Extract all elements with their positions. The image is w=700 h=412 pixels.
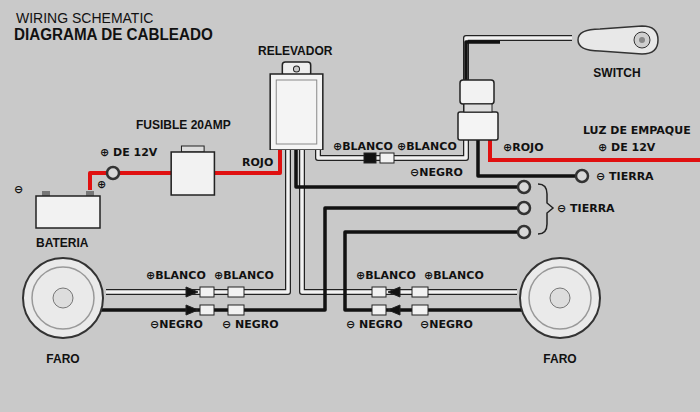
- wire-core: [318, 38, 572, 158]
- wire-label: ⊖ NEGRO: [222, 318, 279, 331]
- wire-label: ⊕ROJO: [503, 141, 543, 154]
- wire-label: ⊖ NEGRO: [346, 318, 403, 331]
- wire-label: ⊖NEGRO: [410, 166, 463, 179]
- white-wire: [318, 38, 572, 158]
- wire-label: ⊖NEGRO: [420, 318, 473, 331]
- wire-label: ⊖NEGRO: [150, 318, 203, 331]
- wire-label: ⊕BLANCO: [333, 140, 393, 153]
- node-heading: FARO: [20, 352, 106, 366]
- relay: RELEVADOR: [256, 44, 337, 150]
- switch: SWITCH: [572, 24, 662, 80]
- subtitle: WIRING SCHEMATIC: [16, 10, 153, 26]
- lamp-symbol: [517, 256, 603, 366]
- wire-label: ⊕BLANCO: [356, 269, 416, 282]
- node-heading: FARO: [517, 352, 603, 366]
- wire-label: ⊖ TIERRA: [596, 170, 654, 183]
- wire-label: ⊕BLANCO: [424, 269, 484, 282]
- wire-label: LUZ DE EMPAQUE: [583, 124, 691, 137]
- relay-symbol: [256, 44, 337, 150]
- lamp-symbol: [20, 256, 106, 366]
- wire-label: ⊕BLANCO: [146, 269, 206, 282]
- node-heading: BATERIA: [36, 236, 88, 250]
- red-wire: [490, 140, 700, 160]
- black-wires: [100, 42, 576, 310]
- wire-label: ⊕ DE 12V: [598, 141, 655, 154]
- switch-plug: [458, 80, 498, 140]
- wire-label: ⊖ TIERRA: [557, 202, 615, 215]
- node-heading: SWITCH: [572, 66, 662, 80]
- ground-bracket: [538, 184, 553, 234]
- wire-label: ⊖: [14, 183, 23, 196]
- red-wire: [235, 150, 280, 173]
- headlamp: FARO: [20, 256, 106, 366]
- wire-connectors: [186, 153, 428, 315]
- wire-label: ⊕ DE 12V: [100, 146, 157, 159]
- wire-outline: [106, 150, 288, 292]
- white-wire: [106, 150, 288, 292]
- battery: BATERIA: [30, 190, 106, 250]
- node-heading: RELEVADOR: [258, 44, 332, 58]
- node-heading: FUSIBLE 20AMP: [136, 118, 231, 132]
- wire-core: [106, 150, 288, 292]
- diagram-title: DIAGRAMA DE CABLEADO: [14, 26, 213, 44]
- wire-label: ⊕BLANCO: [214, 269, 274, 282]
- wire-label: ⊕: [97, 178, 106, 191]
- headlamp: FARO: [517, 256, 603, 366]
- wire-outline: [318, 38, 572, 158]
- wire-outline: [302, 150, 517, 292]
- wire-core: [235, 150, 280, 173]
- white-wire: [302, 150, 517, 292]
- wire-core: [302, 150, 517, 292]
- wire-label: ⊕BLANCO: [397, 140, 457, 153]
- wire-label: ROJO: [241, 156, 274, 169]
